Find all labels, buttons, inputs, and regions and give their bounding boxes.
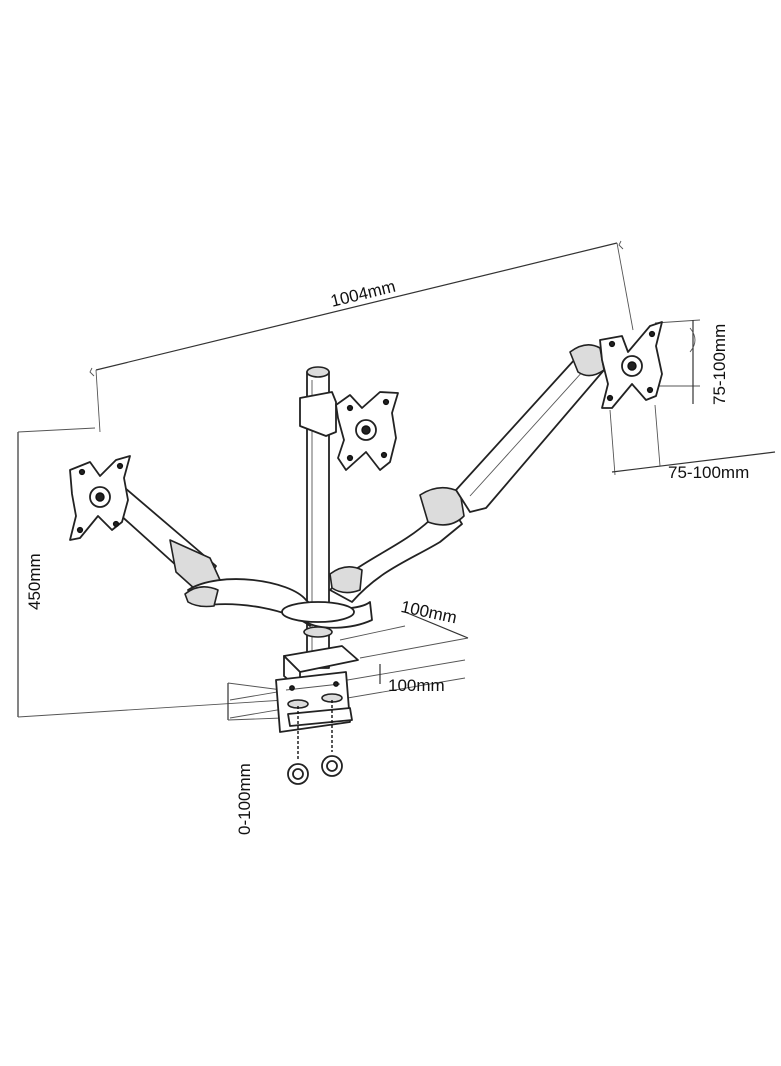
vesa-vertical-dimension: 75-100mm <box>654 319 729 405</box>
clamp-label: 0-100mm <box>235 763 254 835</box>
right-arm <box>305 344 605 629</box>
left-arm <box>107 481 321 627</box>
base-width-label: 100mm <box>388 676 445 695</box>
height-dimension: 450mm <box>17 427 286 718</box>
desk-clamp <box>275 671 353 785</box>
width-label: 1004mm <box>329 277 398 311</box>
height-label: 450mm <box>25 553 44 610</box>
pole <box>306 366 330 669</box>
base-depth-label: 100mm <box>399 597 458 627</box>
left-vesa-mount <box>69 455 131 541</box>
vesa-horizontal-dimension: 75-100mm <box>609 404 776 482</box>
clamp-dimension: 0-100mm <box>227 682 283 835</box>
vesa-vertical-label: 75-100mm <box>710 324 729 405</box>
pole-base <box>281 601 359 691</box>
vesa-horizontal-label: 75-100mm <box>668 463 749 482</box>
right-vesa-mount <box>599 321 663 409</box>
center-vesa-mount <box>299 391 399 471</box>
